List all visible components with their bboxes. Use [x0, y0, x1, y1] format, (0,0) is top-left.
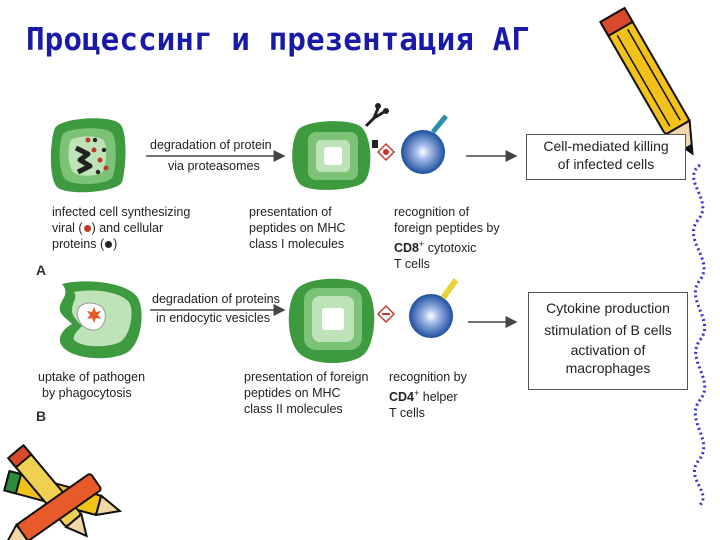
- panel-a-letter: A: [36, 262, 47, 278]
- caption-line: presentation of foreign: [244, 370, 369, 384]
- result-line: macrophages: [565, 360, 651, 376]
- cd4-label: CD4: [389, 390, 415, 405]
- caption-line: infected cell synthesizing: [52, 205, 191, 219]
- caption-line: T cells: [394, 257, 430, 272]
- caption-line: proteins (): [52, 236, 190, 252]
- result-line: of infected cells: [557, 156, 655, 172]
- cd8-t-cell: [401, 130, 445, 174]
- caption-cd8-recognition: recognition of foreign peptides by CD8+ …: [394, 204, 500, 272]
- caption-fragment: ) and cellular: [91, 221, 164, 235]
- caption-line: foreign peptides by: [394, 221, 500, 235]
- panel-b-arrow-label-2: in endocytic vesicles: [156, 311, 270, 325]
- pencils-icon-bottom-left: [3, 443, 123, 540]
- phagocytic-cell: [59, 281, 142, 359]
- caption-fragment: cytotoxic: [424, 241, 477, 256]
- cd8-label: CD8: [394, 241, 420, 256]
- result-line: stimulation of B cells: [544, 322, 672, 338]
- caption-line: viral ( ) and cellular: [52, 220, 190, 236]
- cellular-protein-legend-icon: [105, 241, 113, 248]
- caption-line: uptake of pathogen: [38, 370, 146, 384]
- caption-line: class I molecules: [249, 237, 345, 251]
- caption-line: CD4+ helper: [389, 385, 467, 405]
- panel-a-arrow-label-1: degradation of protein: [150, 138, 272, 152]
- result-line: Cell-mediated killing: [543, 138, 669, 154]
- caption-line: CD8+ cytotoxic: [394, 236, 500, 256]
- caption-line: recognition of: [394, 205, 470, 219]
- result-line: activation of: [570, 342, 646, 358]
- caption-line: peptides on MHC: [244, 386, 341, 400]
- caption-mhc-ii: presentation of foreign peptides on MHC …: [244, 369, 368, 417]
- caption-fragment: proteins (: [52, 237, 105, 251]
- caption-fragment: helper: [419, 390, 458, 405]
- panel-b-letter: B: [36, 408, 47, 424]
- result-box-cytokines: Cytokine production stimulation of B cel…: [528, 292, 688, 390]
- panel-a-arrow-label-2: via proteasomes: [168, 159, 260, 173]
- receptor-icon: [364, 103, 389, 128]
- caption-line: by phagocytosis: [42, 386, 132, 400]
- cd8-sup: +: [419, 239, 425, 249]
- decorative-wavy-border: [692, 163, 707, 507]
- cd4-t-cell: [409, 294, 453, 338]
- caption-infected-cell: infected cell synthesizing viral ( ) and …: [52, 204, 190, 252]
- slide-title: Процессинг и презентация АГ: [26, 22, 530, 58]
- caption-line: recognition by: [389, 370, 467, 384]
- cd4-sup: +: [414, 388, 420, 398]
- caption-cd4-recognition: recognition by CD4+ helper T cells: [389, 369, 467, 421]
- mhc-class-ii-presenting-cell: [288, 278, 375, 364]
- infected-cell: [50, 118, 126, 193]
- caption-fragment: viral (: [52, 221, 83, 235]
- result-line: Cytokine production: [546, 300, 670, 316]
- mhc-i-peptide-complex: [372, 140, 396, 162]
- cd4-tcr-icon: [440, 278, 459, 300]
- mhc-ii-peptide-complex: [376, 304, 396, 324]
- cd8-tcr-icon: [431, 114, 448, 134]
- caption-line: class II molecules: [244, 402, 343, 416]
- mhc-class-i-presenting-cell: [292, 121, 371, 190]
- caption-uptake: uptake of pathogen by phagocytosis: [38, 369, 145, 401]
- caption-line: peptides on MHC: [249, 221, 346, 235]
- viral-protein-legend-icon: [83, 225, 91, 232]
- caption-line: presentation of: [249, 205, 332, 219]
- caption-line: T cells: [389, 406, 425, 421]
- caption-mhc-i: presentation of peptides on MHC class I …: [249, 204, 346, 252]
- panel-b-arrow-label-1: degradation of proteins: [152, 292, 280, 306]
- result-box-killing: Cell-mediated killing of infected cells: [526, 134, 686, 180]
- caption-fragment: ): [113, 237, 118, 251]
